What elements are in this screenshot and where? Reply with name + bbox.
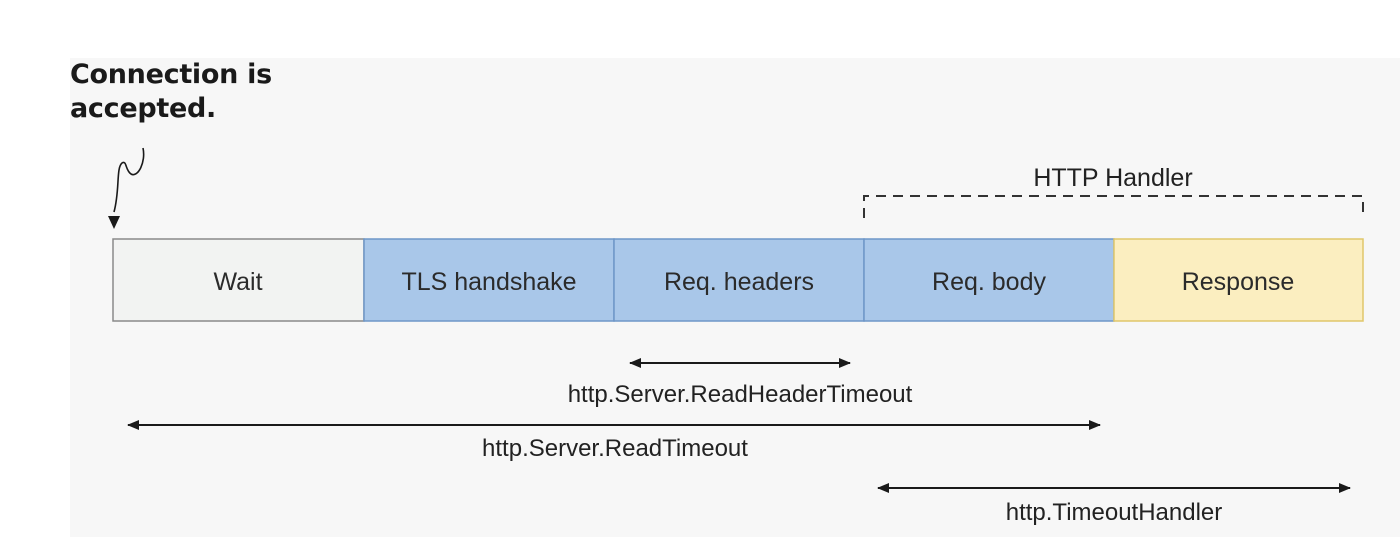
phase-response-box bbox=[1113, 238, 1364, 322]
phase-req-body-label: Req. body bbox=[932, 268, 1046, 296]
phase-req-body: Req. body bbox=[863, 238, 1115, 322]
timeout-read-label: http.Server.ReadTimeout bbox=[482, 435, 748, 462]
phase-req-headers-box bbox=[613, 238, 865, 322]
phase-wait: Wait bbox=[112, 238, 365, 322]
callout-line-2: accepted. bbox=[70, 93, 216, 124]
timeout-handler-label: http.TimeoutHandler bbox=[1006, 499, 1223, 526]
timeout-handler: http.TimeoutHandler bbox=[877, 483, 1351, 526]
phase-req-body-box bbox=[863, 238, 1115, 322]
phase-req-headers: Req. headers bbox=[613, 238, 865, 322]
http-handler-label: HTTP Handler bbox=[1033, 164, 1192, 192]
callout-arrow-head-icon bbox=[108, 216, 120, 229]
timeout-read-header: http.Server.ReadHeaderTimeout bbox=[568, 358, 913, 408]
http-handler-group: HTTP Handler bbox=[863, 164, 1364, 218]
phase-wait-label: Wait bbox=[213, 268, 262, 296]
phase-response-label: Response bbox=[1182, 268, 1295, 296]
http-handler-bracket bbox=[863, 195, 1364, 218]
timeout-read-header-label: http.Server.ReadHeaderTimeout bbox=[568, 381, 913, 408]
phase-req-headers-label: Req. headers bbox=[664, 268, 814, 296]
callout-squiggle-pointer bbox=[113, 147, 145, 213]
phase-tls-handshake-box bbox=[363, 238, 615, 322]
phase-bar: Wait TLS handshake Req. headers Req. bod… bbox=[112, 238, 1364, 322]
phase-response: Response bbox=[1113, 238, 1364, 322]
phase-tls-handshake-label: TLS handshake bbox=[401, 268, 576, 296]
connection-accepted-callout: Connection is accepted. bbox=[70, 58, 272, 126]
callout-line-1: Connection is bbox=[70, 59, 272, 90]
timeout-read: http.Server.ReadTimeout bbox=[127, 420, 1101, 462]
phase-tls-handshake: TLS handshake bbox=[363, 238, 615, 322]
